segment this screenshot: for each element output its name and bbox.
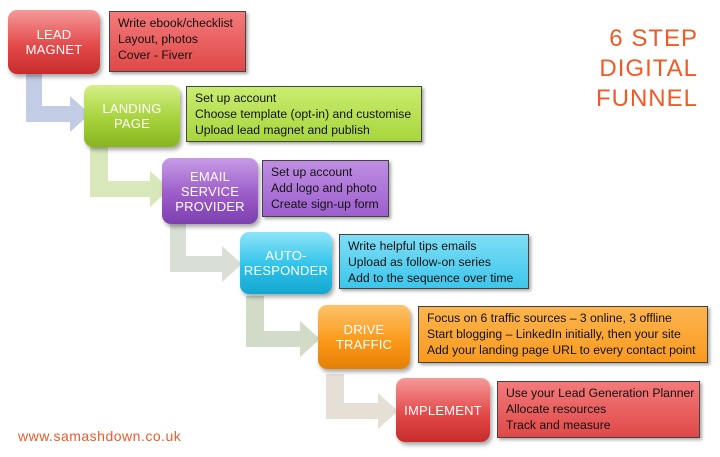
detail-text: Set up account <box>195 91 277 105</box>
diagram-title: 6 STEP DIGITAL FUNNEL <box>596 24 698 114</box>
step-lead-magnet: LEAD MAGNET <box>8 10 100 74</box>
detail-text: Cover - Fiverr <box>118 48 193 62</box>
step-drive-traffic: DRIVE TRAFFIC <box>318 305 410 369</box>
detail-text: Add logo and photo <box>271 181 377 195</box>
website-url: www.samashdown.co.uk <box>18 428 182 444</box>
detail-text: Start blogging – LinkedIn initially, the… <box>427 327 681 341</box>
detail-text: Create sign-up form <box>271 197 379 211</box>
arrow-1 <box>26 72 90 132</box>
arrow-4 <box>246 296 320 357</box>
detail-text: Add to the sequence over time <box>348 271 514 285</box>
detail-text: Focus on 6 traffic sources – 3 online, 3… <box>427 311 672 325</box>
detail-text: Add your landing page URL to every conta… <box>427 343 696 357</box>
details-email-service-provider: Set up account Add logo and photo Create… <box>262 160 389 217</box>
detail-text: Upload as follow-on series <box>348 255 491 269</box>
detail-text: Layout, photos <box>118 32 198 46</box>
step-email-service-provider: EMAIL SERVICE PROVIDER <box>162 158 258 224</box>
arrow-3 <box>170 222 242 282</box>
detail-text: Choose template (opt-in) and customise <box>195 107 412 121</box>
step-implement: IMPLEMENT <box>396 378 490 442</box>
detail-text: Set up account <box>271 165 353 179</box>
details-lead-magnet: Write ebook/checklist Layout, photos Cov… <box>109 11 246 72</box>
details-autoresponder: Write helpful tips emails Upload as foll… <box>339 234 529 289</box>
detail-text: Write ebook/checklist <box>118 16 233 30</box>
detail-text: Write helpful tips emails <box>348 239 477 253</box>
detail-text: Upload lead magnet and publish <box>195 123 370 137</box>
detail-text: Track and measure <box>506 418 611 432</box>
step-landing-page: LANDING PAGE <box>84 85 180 147</box>
arrow-2 <box>90 145 170 207</box>
title-line: FUNNEL <box>595 85 698 112</box>
details-drive-traffic: Focus on 6 traffic sources – 3 online, 3… <box>418 306 708 363</box>
detail-text: Allocate resources <box>506 402 607 416</box>
detail-text: Use your Lead Generation Planner <box>506 386 695 400</box>
title-line: 6 STEP <box>609 25 698 52</box>
details-implement: Use your Lead Generation Planner Allocat… <box>497 381 700 438</box>
details-landing-page: Set up account Choose template (opt-in) … <box>186 86 422 142</box>
arrow-5 <box>326 374 398 429</box>
step-autoresponder: AUTO- RESPONDER <box>240 232 332 294</box>
title-line: DIGITAL <box>599 55 698 82</box>
